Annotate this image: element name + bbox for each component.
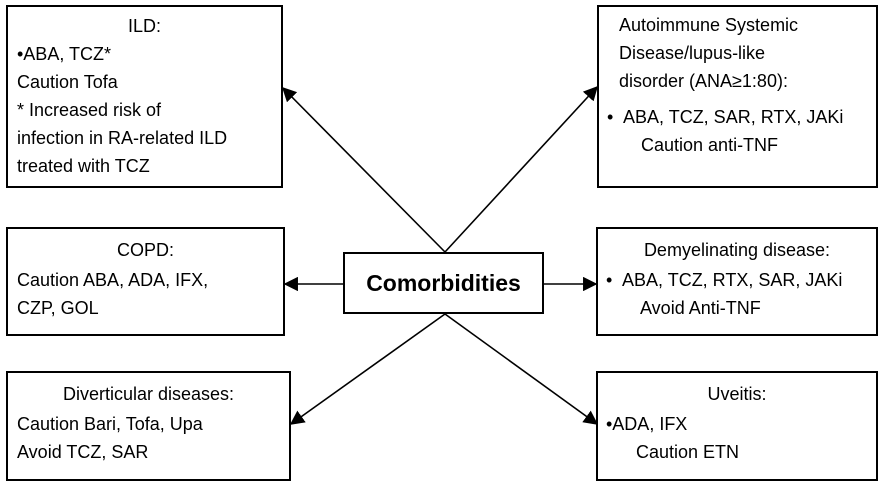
autoimmune-box: Autoimmune Systemic Disease/lupus-like d… <box>597 5 878 188</box>
demyelinating-title: Demyelinating disease: <box>643 240 831 260</box>
ild-line-4: infection in RA-related ILD <box>17 128 228 148</box>
ild-line-1: •ABA, TCZ* <box>17 44 111 64</box>
comorbidities-label: Comorbidities <box>366 269 521 296</box>
arrow-to-autoimmune <box>444 85 598 253</box>
ild-box: ILD: •ABA, TCZ* Caution Tofa * Increased… <box>6 5 283 188</box>
demyelinating-bullet: • <box>606 270 613 290</box>
diverticular-title: Diverticular diseases: <box>62 384 235 404</box>
arrow-to-uveitis <box>444 313 599 425</box>
ild-title: ILD: <box>127 16 161 36</box>
autoimmune-bullet: • <box>607 107 614 127</box>
comorbidities-center-box: Comorbidities <box>343 252 544 314</box>
autoimmune-line-1: ABA, TCZ, SAR, RTX, JAKi <box>623 107 844 127</box>
autoimmune-title-1: Autoimmune Systemic <box>619 15 799 35</box>
arrow-to-ild <box>281 86 446 253</box>
demyelinating-line-2: Avoid Anti-TNF <box>640 298 761 318</box>
demyelinating-box: Demyelinating disease: • ABA, TCZ, RTX, … <box>596 227 878 336</box>
uveitis-line-2: Caution ETN <box>636 442 740 462</box>
copd-line-1: Caution ABA, ADA, IFX, <box>17 270 209 290</box>
ild-line-5: treated with TCZ <box>17 156 150 176</box>
copd-title: COPD: <box>116 240 174 260</box>
ild-line-3: * Increased risk of <box>17 100 162 120</box>
copd-line-2: CZP, GOL <box>17 298 99 318</box>
copd-box: COPD: Caution ABA, ADA, IFX, CZP, GOL <box>6 227 285 336</box>
arrow-to-diverticular <box>289 313 446 425</box>
ild-line-2: Caution Tofa <box>17 72 118 92</box>
uveitis-title: Uveitis: <box>707 384 767 404</box>
autoimmune-title-2: Disease/lupus-like <box>619 43 766 63</box>
demyelinating-line-1: ABA, TCZ, RTX, SAR, JAKi <box>622 270 843 290</box>
uveitis-box: Uveitis: •ADA, IFX Caution ETN <box>596 371 878 481</box>
diverticular-line-2: Avoid TCZ, SAR <box>17 442 149 462</box>
diverticular-box: Diverticular diseases: Caution Bari, Tof… <box>6 371 291 481</box>
uveitis-line-1: •ADA, IFX <box>606 414 688 434</box>
diverticular-line-1: Caution Bari, Tofa, Upa <box>17 414 203 434</box>
autoimmune-title-3: disorder (ANA≥1:80): <box>619 71 788 91</box>
autoimmune-line-2: Caution anti-TNF <box>641 135 779 155</box>
